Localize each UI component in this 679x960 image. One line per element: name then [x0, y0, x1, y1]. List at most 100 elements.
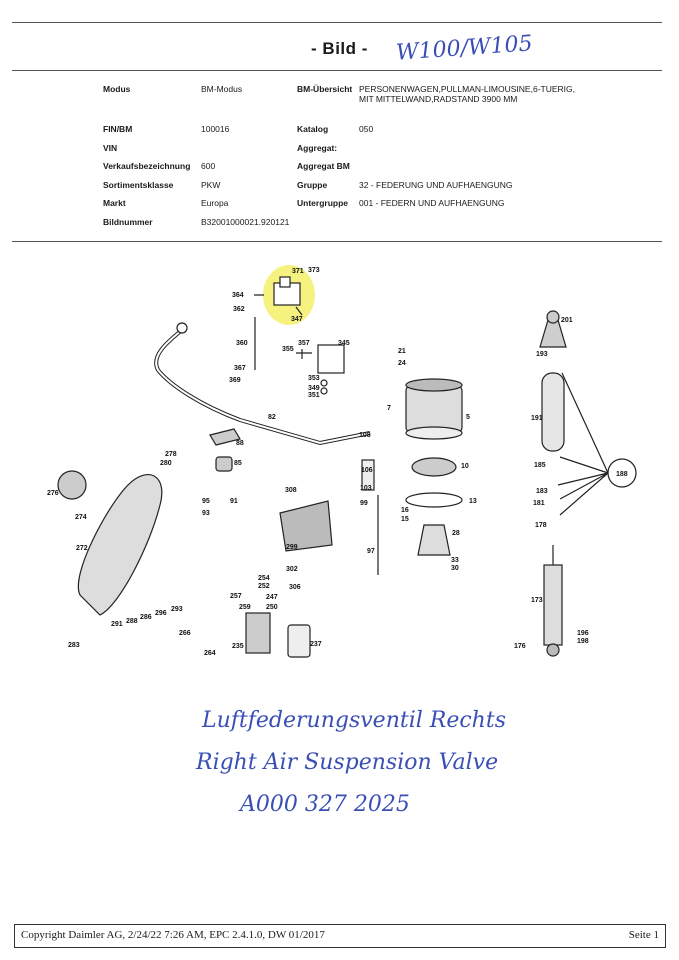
callout-label: 191	[531, 415, 543, 422]
metadata-label1: Sortimentsklasse	[103, 179, 174, 190]
callout-label: 97	[367, 548, 375, 555]
metadata-value1: PKW	[201, 179, 221, 190]
callout-label: 108	[359, 432, 371, 439]
callout-label: 30	[451, 565, 459, 572]
metadata-label2: Untergruppe	[297, 198, 348, 208]
callout-label: 250	[266, 604, 278, 611]
metadata-value2: 32 - FEDERUNG UND AUFHAENGUNG	[359, 179, 513, 190]
metadata-row: VIN Aggregat:	[103, 143, 589, 162]
header-rule	[12, 70, 662, 71]
filter-cup	[287, 624, 311, 658]
metadata-value2: PERSONENWAGEN,PULLMAN-LIMOUSINE,6-TUERIG…	[359, 84, 575, 104]
rubber-buffer	[417, 524, 451, 556]
handwritten-model-note: W100/W105	[395, 31, 534, 66]
top-rule	[12, 22, 662, 23]
callout-label: 283	[68, 642, 80, 649]
callout-label: 345	[338, 340, 350, 347]
callout-label: 28	[452, 530, 460, 537]
copyright-text: Copyright Daimler AG, 2/24/22 7:26 AM, E…	[21, 929, 325, 941]
callout-label: 274	[75, 514, 87, 521]
callout-label: 306	[289, 584, 301, 591]
note-english: Right Air Suspension Valve	[196, 750, 499, 775]
callout-label: 235	[232, 643, 244, 650]
meta-bottom-rule	[12, 241, 662, 242]
callout-label: 291	[111, 621, 123, 628]
spring-seat	[411, 457, 457, 477]
footer-bar: Copyright Daimler AG, 2/24/22 7:26 AM, E…	[14, 924, 666, 948]
metadata-value2	[359, 217, 589, 236]
metadata-table: Modus BM-Modus BM-Übersicht PERSONENWAGEN,P…	[103, 84, 589, 235]
callout-label: 357	[298, 340, 310, 347]
callout-label: 266	[179, 630, 191, 637]
callout-label: 254	[258, 575, 270, 582]
callout-label: 88	[236, 440, 244, 447]
metadata-value1: B32001000021.920121	[201, 216, 290, 227]
metadata-value1: BM-Modus	[201, 84, 243, 94]
metadata-label2: BM-Übersicht	[297, 84, 353, 94]
metadata-label1: Modus	[103, 84, 131, 94]
shock-absorber-upper	[541, 372, 565, 452]
callout-label: 360	[236, 340, 248, 347]
callout-label: 367	[234, 365, 246, 372]
callout-label: 347	[291, 316, 303, 323]
callout-label: 16	[401, 507, 409, 514]
callout-label: 201	[561, 317, 573, 324]
metadata-value2	[359, 161, 589, 180]
callout-label: 196	[577, 630, 589, 637]
callout-label: 272	[76, 545, 88, 552]
callout-label: 185	[534, 462, 546, 469]
air-suspension-valve	[254, 276, 303, 316]
callout-label: 276	[47, 490, 59, 497]
callout-label: 364	[232, 292, 244, 299]
metadata-label1: Bildnummer	[103, 216, 153, 227]
rubber-ring	[405, 492, 463, 508]
callout-label: 15	[401, 516, 409, 523]
callout-label: 286	[140, 614, 152, 621]
callout-label: 188	[616, 471, 628, 478]
callout-label: 173	[531, 597, 543, 604]
metadata-label2	[297, 217, 359, 236]
metadata-value2: 001 - FEDERN UND AUFHAENGUNG	[359, 198, 505, 208]
page-title: - Bild -	[311, 39, 368, 58]
callout-label: 278	[165, 451, 177, 458]
note-german: Luftfederungsventil Rechts	[202, 708, 506, 733]
note-part-number: A000 327 2025	[240, 792, 410, 817]
callout-label: 349	[308, 385, 320, 392]
callout-label: 362	[233, 306, 245, 313]
air-bellows	[405, 378, 463, 440]
metadata-value2: 050	[359, 124, 374, 134]
callout-label: 351	[308, 392, 320, 399]
mounting-bracket	[279, 500, 333, 552]
callout-label: 13	[469, 498, 477, 505]
callout-label: 33	[451, 557, 459, 564]
metadata-value2	[359, 143, 589, 162]
callout-label: 24	[398, 360, 406, 367]
callout-label: 371	[292, 268, 304, 275]
metadata-label2: Aggregat:	[297, 142, 338, 153]
callout-label: 237	[310, 641, 322, 648]
metadata-value1: 100016	[201, 124, 230, 134]
callout-label: 259	[239, 604, 251, 611]
callout-label: 308	[285, 487, 297, 494]
callout-label: 7	[387, 405, 391, 412]
callout-label: 353	[308, 375, 320, 382]
callout-label: 293	[171, 606, 183, 613]
callout-label: 280	[160, 460, 172, 467]
valve-block	[317, 344, 345, 374]
shock-absorber-lower	[543, 564, 563, 646]
metadata-label1: VIN	[103, 142, 118, 153]
callout-label: 5	[466, 414, 470, 421]
callout-label: 85	[234, 460, 242, 467]
callout-label: 299	[286, 544, 298, 551]
metadata-label1: FIN/BM	[103, 124, 133, 134]
filter-housing	[245, 612, 271, 654]
callout-label: 183	[536, 488, 548, 495]
callout-label: 176	[514, 643, 526, 650]
callout-label: 95	[202, 498, 210, 505]
rubber-boot	[539, 319, 567, 348]
metadata-value1: Europa	[201, 198, 229, 208]
